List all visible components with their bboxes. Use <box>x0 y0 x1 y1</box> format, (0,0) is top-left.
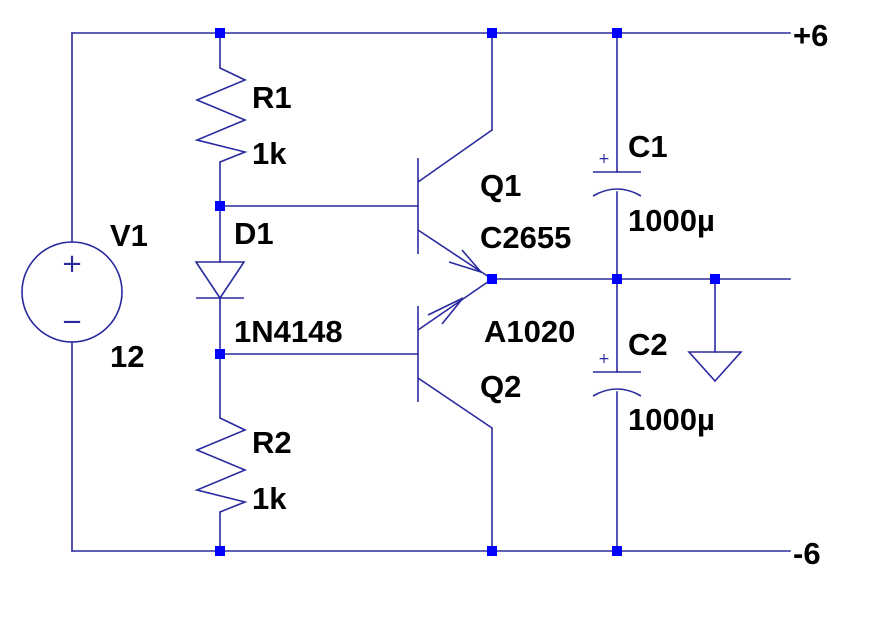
v1-source-symbol: + − <box>21 241 123 343</box>
junction-nodes <box>215 28 720 556</box>
d1-value-label: 1N4148 <box>234 314 343 349</box>
d1-name-label: D1 <box>234 216 274 251</box>
ground-symbol <box>687 351 743 383</box>
node-output <box>487 274 497 284</box>
net-label-positive: +6 <box>793 18 828 53</box>
node-c1-top <box>612 28 622 38</box>
node-ground <box>710 274 720 284</box>
d1-diode-symbol <box>194 261 246 300</box>
c1-plus-sign: + <box>598 151 610 167</box>
r1-name-label: R1 <box>252 80 292 115</box>
v1-name-label: V1 <box>110 218 148 253</box>
r2-value-label: 1k <box>252 481 287 516</box>
q1-name-label: Q1 <box>480 168 521 203</box>
v1-value-label: 12 <box>110 339 144 374</box>
r2-name-label: R2 <box>252 425 292 460</box>
q2-name-label: Q2 <box>480 369 521 404</box>
node-r2-bottom <box>215 546 225 556</box>
q1-transistor-symbol <box>417 129 493 280</box>
r2-resistor-symbol <box>194 417 248 513</box>
node-q2-base <box>215 349 225 359</box>
c1-value-label: 1000µ <box>628 203 715 238</box>
node-q1-collector <box>487 28 497 38</box>
labels: +6 -6 V1 12 R1 1k D1 1N4148 R2 1k Q1 C26… <box>110 18 828 571</box>
node-r1-top <box>215 28 225 38</box>
wires <box>71 32 791 552</box>
node-q1-base <box>215 201 225 211</box>
node-c2-bottom <box>612 546 622 556</box>
c1-name-label: C1 <box>628 129 668 164</box>
net-label-negative: -6 <box>793 536 821 571</box>
r1-value-label: 1k <box>252 136 287 171</box>
c1-capacitor-symbol: + <box>592 151 642 197</box>
c2-value-label: 1000µ <box>628 402 715 437</box>
c2-plus-sign: + <box>598 351 610 367</box>
v1-plus-sign: + <box>61 249 83 279</box>
node-q2-collector <box>487 546 497 556</box>
r1-resistor-symbol <box>194 67 248 163</box>
node-cap-mid <box>612 274 622 284</box>
c2-capacitor-symbol: + <box>592 351 642 397</box>
v1-minus-sign: − <box>61 307 83 337</box>
c2-name-label: C2 <box>628 327 668 362</box>
q2-transistor-symbol <box>417 278 493 429</box>
q1-value-label: C2655 <box>480 220 571 255</box>
q2-value-label: A1020 <box>484 314 575 349</box>
